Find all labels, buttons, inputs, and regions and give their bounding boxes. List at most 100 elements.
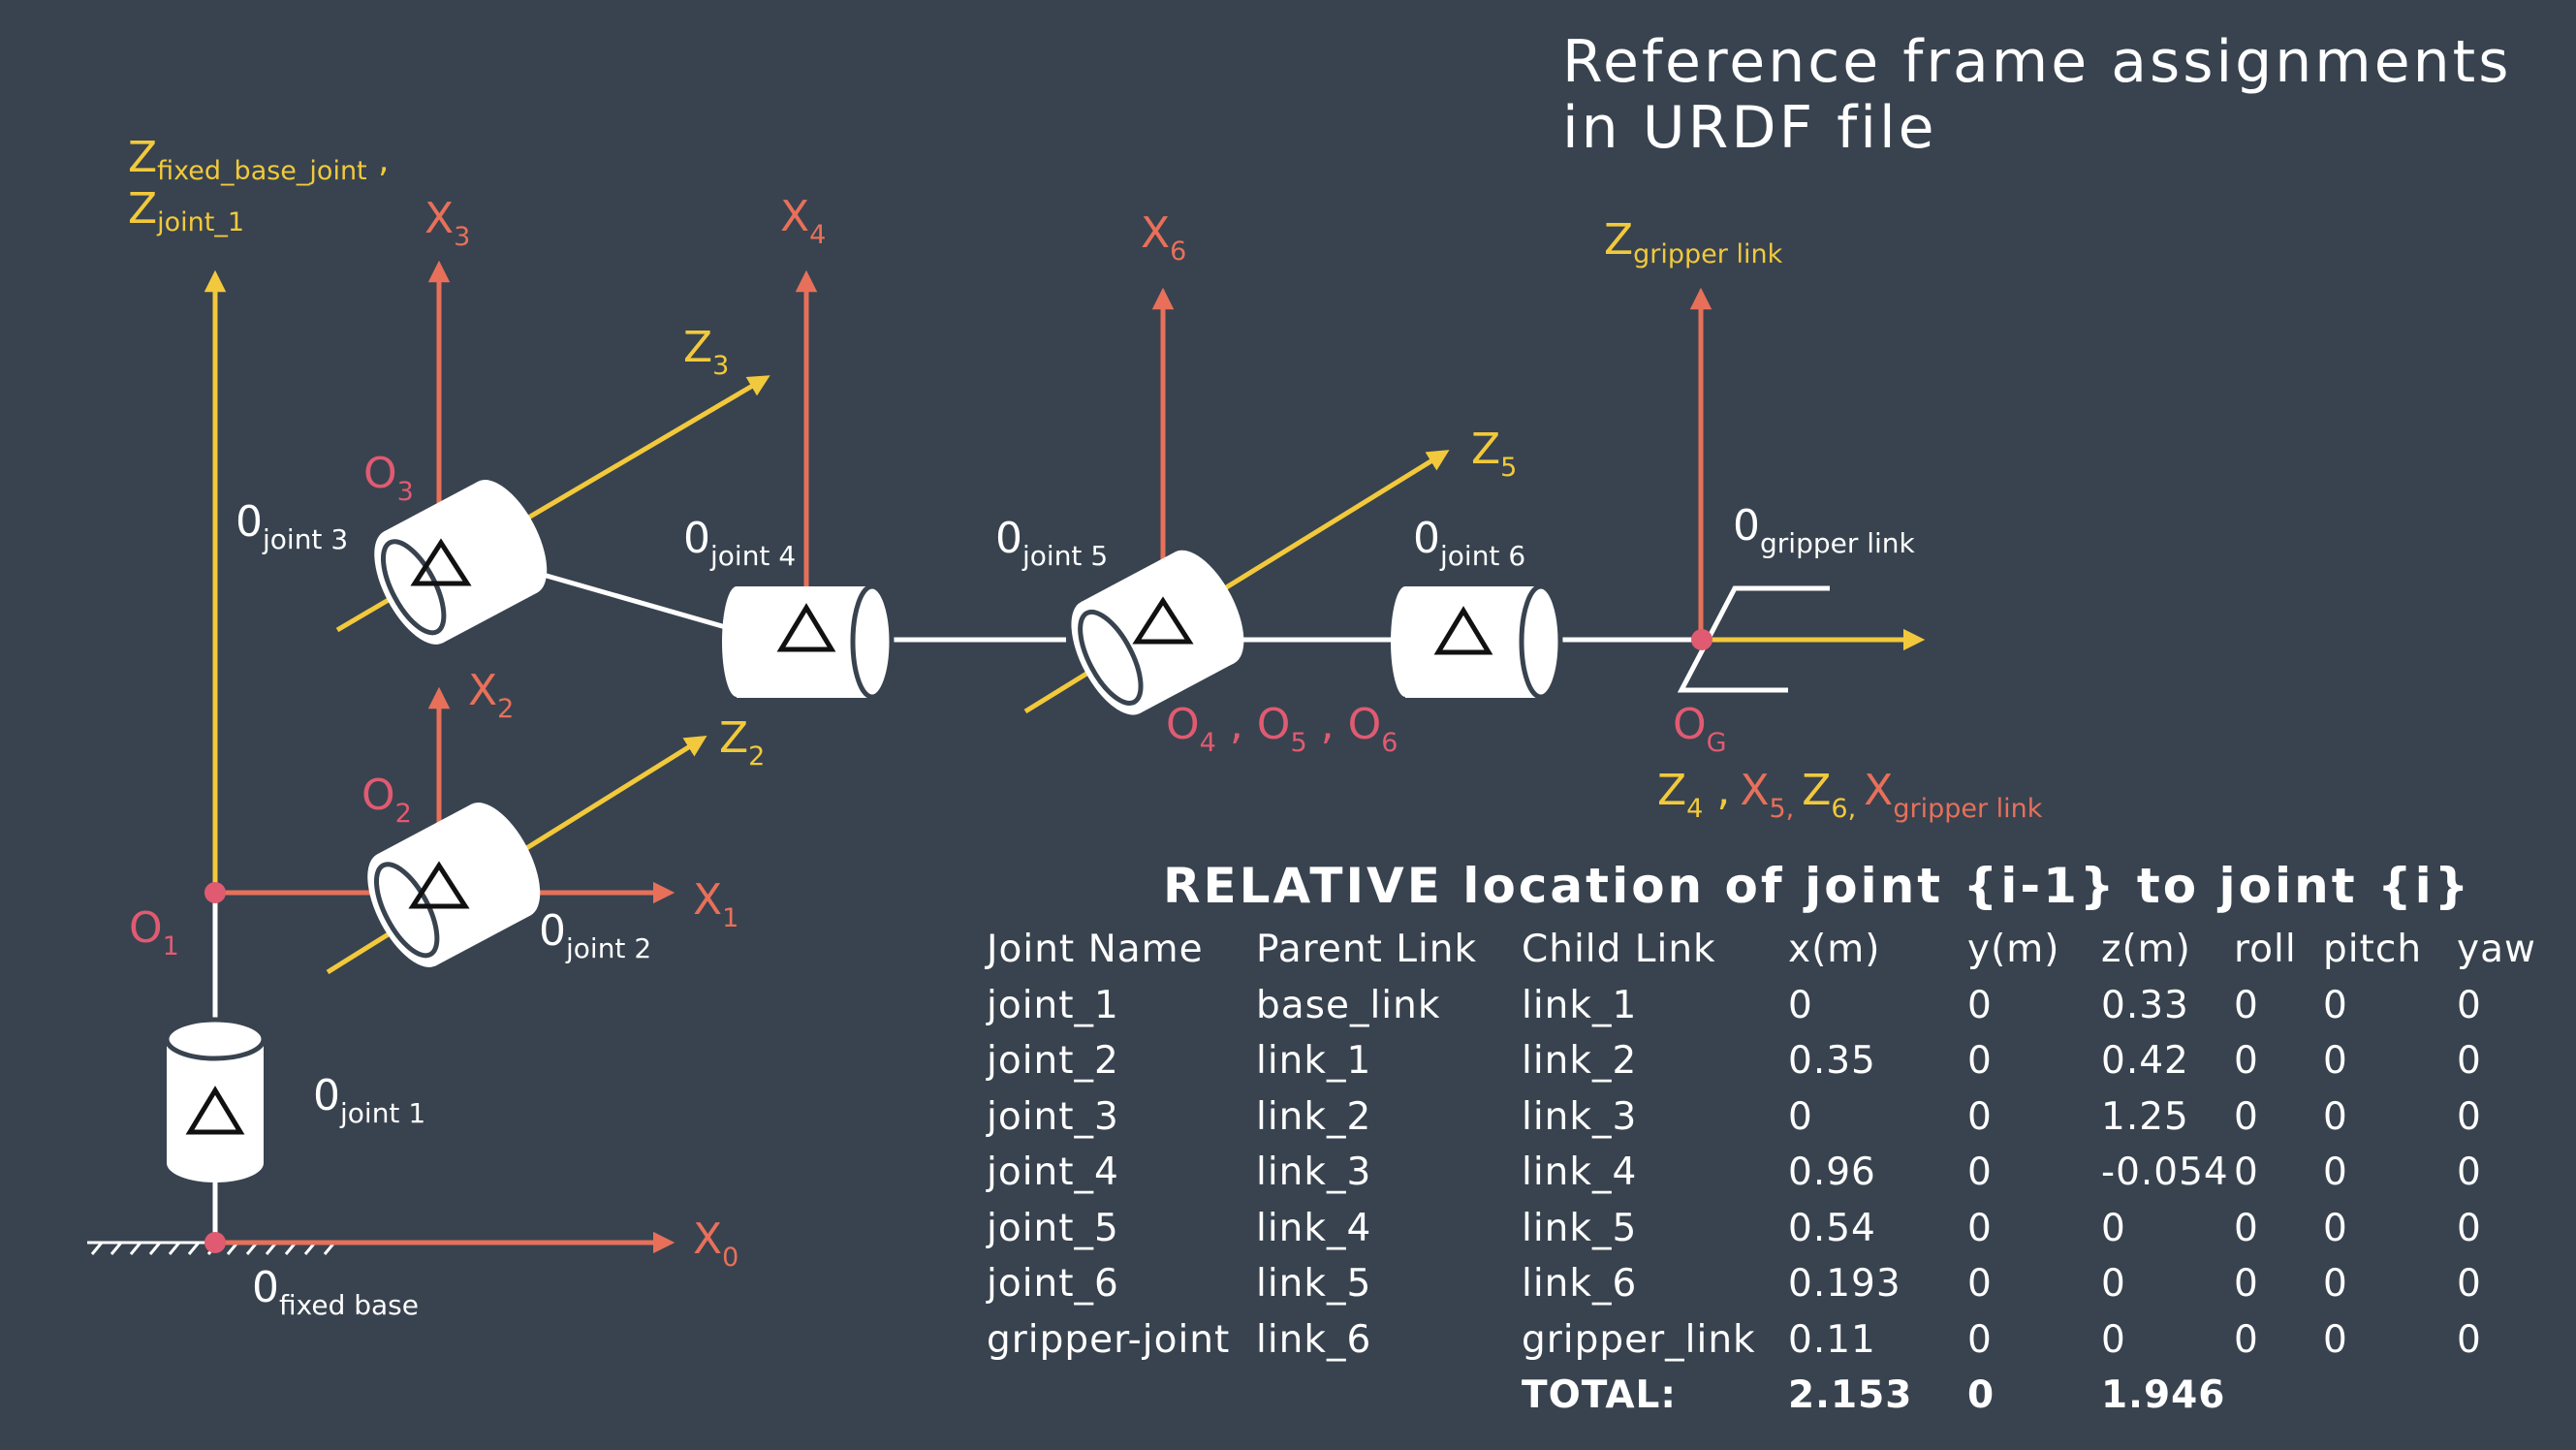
joint-2-symbol <box>408 861 470 909</box>
table-cell: 0 <box>2101 1262 2126 1306</box>
table-cell: 0 <box>1788 983 1813 1027</box>
joint-4-cylinder <box>722 583 895 700</box>
joint-1-cylinder <box>164 1017 267 1182</box>
x1-label: X1 <box>693 875 738 933</box>
table-cell: 0.96 <box>1788 1151 1876 1194</box>
table-title: RELATIVE location of joint {i-1} to join… <box>1163 858 2472 914</box>
table-header-cell: y(m) <box>1967 928 2060 971</box>
table-cell: 0 <box>2234 1206 2259 1250</box>
table-cell: 0 <box>2323 1039 2348 1083</box>
table-header-cell: pitch <box>2323 928 2423 971</box>
table-cell: 0.11 <box>1788 1317 1876 1362</box>
table-cell: link_2 <box>1256 1094 1372 1139</box>
o1-label: O1 <box>129 903 179 961</box>
table-header-cell: x(m) <box>1788 928 1881 971</box>
table-cell: 0.193 <box>1788 1262 1901 1306</box>
o456-label: O4 , O5 , O6 <box>1166 700 1398 758</box>
table-cell: link_5 <box>1522 1206 1638 1250</box>
table-cell: joint_1 <box>987 983 1119 1027</box>
table-cell: link_6 <box>1256 1317 1372 1362</box>
z-gripper-label: Zgripper link <box>1604 215 1783 269</box>
table-header-cell: z(m) <box>2101 928 2191 971</box>
table-header-cell: Parent Link <box>1256 928 1478 971</box>
x0-label: X0 <box>693 1214 738 1273</box>
z-joint1-label: Zjoint_1 <box>128 184 244 237</box>
table-cell: base_link <box>1256 983 1441 1027</box>
table-cell: 0 <box>2101 1206 2126 1250</box>
table-cell: joint_3 <box>987 1094 1119 1139</box>
table-cell: 0 <box>2457 1206 2482 1250</box>
fixed-base-origin-label: 0fixed base <box>252 1263 419 1321</box>
table-cell: 0 <box>2457 1151 2482 1194</box>
z2-label: Z2 <box>719 713 765 772</box>
joint-origin-labels: 0joint 3 0joint 4 0joint 5 0joint 6 0gri… <box>236 497 1916 1321</box>
table-cell: 0.54 <box>1788 1206 1876 1250</box>
table-cell: 0 <box>1967 1094 1993 1139</box>
joint-5-cylinder <box>1071 550 1244 715</box>
joint-2-origin-label: 0joint 2 <box>539 906 651 964</box>
table-cell: 0 <box>2457 983 2482 1027</box>
table-cell: joint_5 <box>987 1206 1119 1250</box>
title-line-1: Reference frame assignments <box>1562 28 2512 96</box>
joint-4-origin-label: 0joint 4 <box>683 514 796 572</box>
z5-label: Z5 <box>1471 425 1517 483</box>
x-axes <box>215 260 1712 1254</box>
joint-1-origin-label: 0joint 1 <box>313 1071 425 1129</box>
table-cell: joint_6 <box>987 1262 1119 1306</box>
table-cell: gripper_link <box>1522 1317 1756 1362</box>
table-total-y: 0 <box>1967 1373 1995 1417</box>
og-label: OG <box>1673 700 1727 758</box>
table-cell: 0 <box>2323 1151 2348 1194</box>
page-title: Reference frame assignments in URDF file <box>1562 29 2531 161</box>
table-cell: link_5 <box>1256 1262 1372 1306</box>
table-cell: 0 <box>2234 1039 2259 1083</box>
table-cell: link_3 <box>1256 1151 1372 1194</box>
table-cell: 1.25 <box>2101 1094 2189 1139</box>
table-cell: link_1 <box>1256 1039 1372 1083</box>
table-cell: 0 <box>2323 1206 2348 1250</box>
table-cell: joint_2 <box>987 1039 1119 1083</box>
table-cell: 0 <box>2457 1094 2482 1139</box>
table-cell: 0 <box>2101 1317 2126 1362</box>
joint-5-origin-label: 0joint 5 <box>995 514 1108 572</box>
gripper-axes-label: Z4 ,X5,Z6,Xgripper link <box>1657 766 2043 824</box>
table-cell: 0 <box>1967 1206 1993 1250</box>
table-cell: 0 <box>2457 1039 2482 1083</box>
table-cell: 0 <box>2323 1262 2348 1306</box>
table-total-label: TOTAL: <box>1522 1373 1677 1417</box>
joint-3-cylinder <box>374 480 548 645</box>
table-cell: -0.054 <box>2101 1151 2229 1194</box>
table-cell: gripper-joint <box>987 1317 1231 1362</box>
x4-label: X4 <box>780 192 826 250</box>
title-line-2: in URDF file <box>1562 94 1937 162</box>
gripper-origin-label: 0gripper link <box>1733 501 1916 559</box>
table-cell: 0 <box>2234 1094 2259 1139</box>
o3-label: O3 <box>363 449 414 507</box>
table-cell: 0 <box>1967 1039 1993 1083</box>
table-cell: joint_4 <box>987 1151 1119 1194</box>
joint-6-origin-label: 0joint 6 <box>1413 514 1525 572</box>
table-cell: 0 <box>2323 1094 2348 1139</box>
z-fixed-label: Zfixed_base_joint , <box>128 133 390 186</box>
table-cell: link_4 <box>1522 1151 1638 1194</box>
table-cell: 0.33 <box>2101 983 2189 1027</box>
table-cell: 0 <box>2234 1262 2259 1306</box>
table-cell: 0 <box>2234 1151 2259 1194</box>
table-cell: 0.42 <box>2101 1039 2189 1083</box>
table-header-cell: yaw <box>2457 928 2536 971</box>
table-cell: 0 <box>1967 1262 1993 1306</box>
table-cell: 0 <box>1967 983 1993 1027</box>
table-cell: link_3 <box>1522 1094 1638 1139</box>
z3-label: Z3 <box>683 323 729 381</box>
table-cell: link_4 <box>1256 1206 1372 1250</box>
table-cell: 0 <box>2457 1262 2482 1306</box>
table-cell: 0 <box>2234 983 2259 1027</box>
table-cell: 0 <box>2457 1317 2482 1362</box>
table-cell: link_1 <box>1522 983 1638 1027</box>
joint-3-symbol <box>410 538 472 586</box>
table-cell: link_2 <box>1522 1039 1638 1083</box>
table-total-x: 2.153 <box>1788 1373 1913 1417</box>
joint-3-origin-label: 0joint 3 <box>236 497 348 555</box>
table-cell: 0.35 <box>1788 1039 1876 1083</box>
